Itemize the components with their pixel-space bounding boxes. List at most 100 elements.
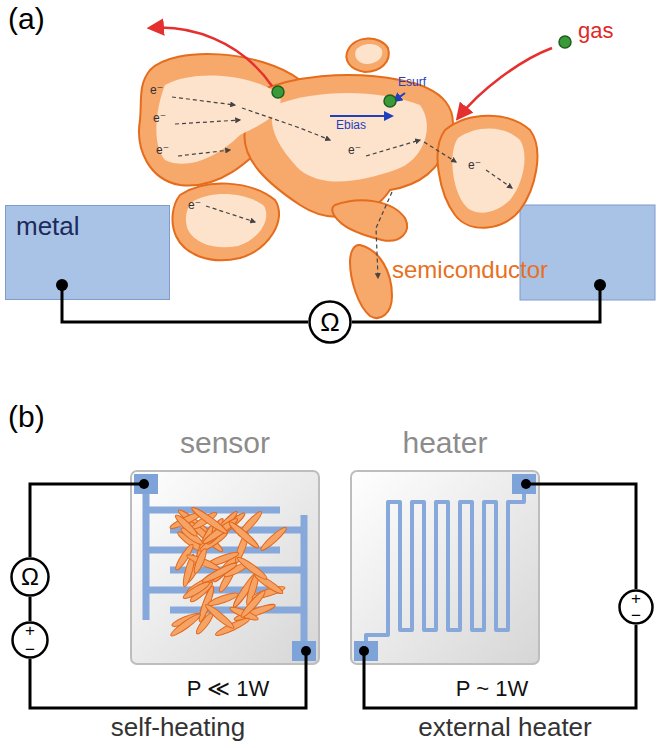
- material-label: semiconductor: [392, 256, 548, 284]
- grain: [332, 200, 407, 240]
- contact-dot: [56, 279, 68, 291]
- nanowire: [190, 505, 229, 536]
- power-label: P ≪ 1W: [187, 676, 270, 701]
- bias-field-arrow: [330, 115, 392, 117]
- chip-heading: sensor: [180, 426, 270, 461]
- grain-highlight: [452, 128, 524, 212]
- heater-chip: heater: [350, 470, 540, 665]
- grain-highlight: [186, 194, 266, 247]
- wire: [30, 659, 306, 708]
- chip-substrate: [351, 471, 539, 664]
- field-label: Ebias: [336, 119, 366, 133]
- grain-highlight: [272, 93, 427, 182]
- nanowire: [239, 589, 267, 620]
- grain: [438, 116, 538, 228]
- electron-label: e⁻: [156, 144, 169, 158]
- electron-label: e⁻: [348, 144, 361, 158]
- mode-label: external heater: [418, 713, 591, 743]
- electron-path: [366, 140, 420, 156]
- voltage-source: +−: [11, 621, 49, 659]
- grain-highlight: [156, 75, 280, 163]
- chip-heading: heater: [402, 426, 487, 461]
- power-label: P ~ 1W: [456, 676, 528, 701]
- wire: [62, 300, 308, 322]
- electron-label: e⁻: [188, 199, 201, 213]
- circle-outline: [310, 302, 351, 343]
- symbol-holder: Ω: [308, 300, 352, 344]
- electron-label: e⁻: [468, 159, 481, 173]
- gas-label: gas: [578, 18, 613, 43]
- electron-label: e⁻: [150, 84, 163, 98]
- electron-path: [376, 192, 392, 278]
- nanowire: [192, 547, 209, 574]
- contact-dot: [301, 646, 311, 656]
- gas-adsorption-arrow: [458, 48, 552, 118]
- electron-path: [486, 170, 512, 188]
- polarity-sign: −: [631, 607, 641, 624]
- grain-highlights: [156, 44, 524, 247]
- sensor-chip: sensor: [130, 470, 320, 665]
- electron-path: [178, 150, 230, 156]
- voltage-source: +−: [618, 589, 654, 625]
- gas-molecule: [384, 95, 396, 107]
- circle-outline: [13, 623, 48, 658]
- ohmmeter-symbol: Ω: [308, 300, 352, 344]
- circle-outline: [620, 591, 653, 624]
- nanowire: [169, 612, 202, 639]
- metal-electrode: [520, 205, 655, 300]
- grain-highlight: [355, 44, 382, 64]
- contact-dot: [521, 479, 531, 489]
- nanowire: [207, 591, 239, 608]
- grain: [173, 184, 280, 261]
- nanowire: [182, 580, 211, 601]
- electron-path: [175, 120, 240, 124]
- wire: [364, 484, 540, 665]
- electron-path: [424, 142, 456, 162]
- circle-outline: [12, 559, 49, 596]
- ohm-symbol: Ω: [21, 565, 39, 589]
- electron-label: e⁻: [153, 112, 166, 126]
- nanowire: [173, 513, 199, 538]
- contact-dot: [139, 479, 149, 489]
- metal-electrode: metal: [5, 205, 170, 300]
- contact-pad: [292, 641, 316, 661]
- electrode-label: metal: [16, 212, 80, 242]
- gas-molecule: [272, 86, 284, 98]
- nanowire: [236, 555, 269, 582]
- electron-paths: [172, 97, 512, 278]
- panel-letter: (a): [8, 2, 45, 37]
- electron-path: [206, 206, 255, 222]
- mode-label: self-heating: [111, 713, 245, 743]
- contact-pad: [354, 641, 378, 661]
- field-label: Esurf: [398, 76, 426, 90]
- gas-molecule: [559, 36, 571, 48]
- wire: [130, 484, 306, 665]
- wire: [29, 597, 32, 621]
- chip-drawing: [350, 470, 540, 665]
- grain: [350, 245, 392, 318]
- nanowire: [259, 525, 289, 553]
- contact-dot: [359, 646, 369, 656]
- panel-letter: (b): [8, 400, 45, 435]
- wire: [540, 484, 636, 589]
- heater-meander: [366, 494, 524, 641]
- symbol-holder: Ω: [10, 557, 50, 597]
- chip-substrate: [131, 471, 319, 664]
- grain: [346, 38, 388, 72]
- gas-desorption-arrow: [150, 28, 272, 86]
- chip-drawing: [130, 470, 320, 665]
- polarity-sign: −: [25, 641, 35, 658]
- grain: [244, 75, 453, 217]
- electron-path: [172, 97, 235, 105]
- ohmmeter-symbol: Ω: [10, 557, 50, 597]
- nanowire: [204, 602, 236, 630]
- interdigitated-electrode: [146, 494, 280, 620]
- contact-dot: [594, 279, 606, 291]
- wire: [352, 285, 600, 322]
- wire: [30, 484, 130, 557]
- polarity-sign: +: [631, 590, 641, 607]
- polarity-sign: +: [25, 622, 35, 639]
